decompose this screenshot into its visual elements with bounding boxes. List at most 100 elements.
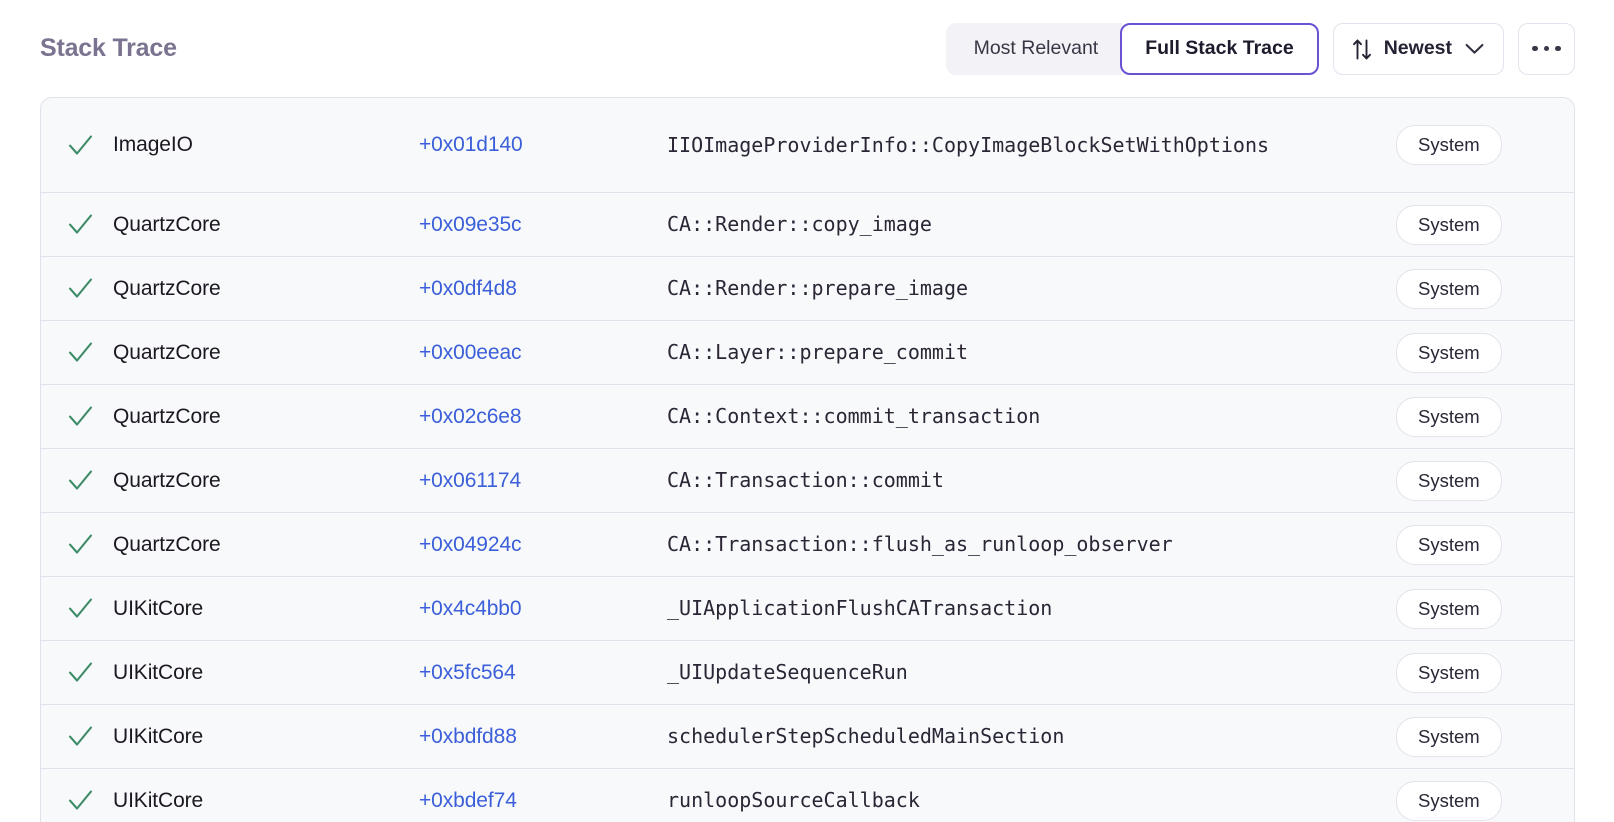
frame-tag-cell: System <box>1396 268 1510 309</box>
frame-status-cell <box>41 339 113 366</box>
table-row[interactable]: ImageIO +0x01d140 IIOImageProviderInfo::Co… <box>41 98 1574 193</box>
checkmark-icon <box>67 723 94 750</box>
tab-most-relevant[interactable]: Most Relevant <box>945 22 1123 75</box>
stack-trace-table: ImageIO +0x01d140 IIOImageProviderInfo::Co… <box>40 97 1575 822</box>
frame-tag-cell: System <box>1396 125 1510 165</box>
checkmark-icon <box>67 531 94 558</box>
frame-status-cell <box>41 211 113 238</box>
frame-symbol: CA::Layer::prepare_commit <box>667 340 969 364</box>
frame-module: UIKitCore <box>113 724 204 748</box>
sort-button[interactable]: Newest <box>1332 22 1504 75</box>
table-row[interactable]: UIKitCore +0xbdfd88 schedulerStepScheduled… <box>41 705 1574 769</box>
frame-status-cell <box>41 659 113 686</box>
checkmark-icon <box>67 403 94 430</box>
checkmark-icon <box>67 595 94 622</box>
status-badge: System <box>1396 268 1502 309</box>
checkmark-icon <box>67 659 94 686</box>
frame-status-cell <box>41 275 113 302</box>
frame-module: QuartzCore <box>113 404 221 428</box>
frame-status-cell <box>41 787 113 814</box>
ellipsis-icon <box>1543 45 1550 52</box>
checkmark-icon <box>67 339 94 366</box>
frame-tag-cell: System <box>1396 652 1510 693</box>
table-row[interactable]: QuartzCore +0x02c6e8 CA::Context::commit_t… <box>41 385 1574 449</box>
frame-tag-cell: System <box>1396 716 1510 757</box>
status-badge: System <box>1396 125 1502 165</box>
frame-symbol: CA::Transaction::flush_as_runloop_observ… <box>667 532 1173 556</box>
status-badge: System <box>1396 588 1502 629</box>
checkmark-icon <box>67 467 94 494</box>
frame-status-cell <box>41 595 113 622</box>
table-row[interactable]: QuartzCore +0x061174 CA::Transaction::comm… <box>41 449 1574 513</box>
stack-trace-mode-segmented-control[interactable]: Most Relevant Full Stack Trace <box>945 22 1319 75</box>
frame-symbol: CA::Render::copy_image <box>667 212 932 236</box>
frame-symbol: IIOImageProviderInfo::CopyImageBlockSetW… <box>667 132 1270 157</box>
frame-tag-cell: System <box>1396 204 1510 245</box>
panel-header: Stack Trace Most Relevant Full Stack Tra… <box>0 0 1614 97</box>
status-badge: System <box>1396 524 1502 565</box>
tab-full-stack-trace[interactable]: Full Stack Trace <box>1120 22 1319 75</box>
table-row[interactable]: UIKitCore +0x4c4bb0 _UIApplicationFlushCAT… <box>41 577 1574 641</box>
frame-symbol: CA::Context::commit_transaction <box>667 404 1041 428</box>
frame-tag-cell: System <box>1396 780 1510 821</box>
status-badge: System <box>1396 780 1502 821</box>
table-row[interactable]: QuartzCore +0x00eeac CA::Layer::prepare_co… <box>41 321 1574 385</box>
checkmark-icon <box>67 787 94 814</box>
status-badge: System <box>1396 716 1502 757</box>
sort-arrows-icon <box>1352 38 1372 60</box>
status-badge: System <box>1396 332 1502 373</box>
frame-module: ImageIO <box>113 133 193 156</box>
frame-module: QuartzCore <box>113 212 221 236</box>
more-options-button[interactable] <box>1518 22 1575 75</box>
frame-offset-link[interactable]: +0x01d140 <box>419 133 523 156</box>
ellipsis-icon <box>1532 45 1538 52</box>
frame-status-cell <box>41 132 113 159</box>
table-row[interactable]: QuartzCore +0x04924c CA::Transaction::flus… <box>41 513 1574 577</box>
status-badge: System <box>1396 460 1502 501</box>
frame-symbol: schedulerStepScheduledMainSection <box>667 724 1065 748</box>
frame-status-cell <box>41 723 113 750</box>
frame-status-cell <box>41 531 113 558</box>
status-badge: System <box>1396 652 1502 693</box>
frame-tag-cell: System <box>1396 460 1510 501</box>
frame-symbol: CA::Transaction::commit <box>667 468 944 492</box>
table-row[interactable]: QuartzCore +0x0df4d8 CA::Render::prepare_i… <box>41 257 1574 321</box>
frame-symbol: _UIUpdateSequenceRun <box>667 660 908 684</box>
frame-offset-link[interactable]: +0x09e35c <box>419 212 522 236</box>
frame-tag-cell: System <box>1396 396 1510 437</box>
frame-module: UIKitCore <box>113 596 204 620</box>
frame-offset-link[interactable]: +0xbdfd88 <box>419 724 517 748</box>
frame-offset-link[interactable]: +0x02c6e8 <box>419 404 522 428</box>
frame-module: UIKitCore <box>113 788 204 812</box>
frame-status-cell <box>41 467 113 494</box>
frame-module: QuartzCore <box>113 340 221 364</box>
table-row[interactable]: UIKitCore +0x5fc564 _UIUpdateSequenceRun Sy… <box>41 641 1574 705</box>
header-controls: Most Relevant Full Stack Trace Newest <box>945 22 1575 75</box>
checkmark-icon <box>67 211 94 238</box>
frame-offset-link[interactable]: +0x04924c <box>419 532 522 556</box>
frame-offset-link[interactable]: +0x5fc564 <box>419 660 516 684</box>
table-row[interactable]: QuartzCore +0x09e35c CA::Render::copy_imag… <box>41 193 1574 257</box>
frame-tag-cell: System <box>1396 524 1510 565</box>
page-title: Stack Trace <box>40 34 177 62</box>
frame-symbol: CA::Render::prepare_image <box>667 276 969 300</box>
checkmark-icon <box>67 275 94 302</box>
checkmark-icon <box>67 132 94 159</box>
frame-tag-cell: System <box>1396 332 1510 373</box>
frame-tag-cell: System <box>1396 588 1510 629</box>
frame-offset-link[interactable]: +0x0df4d8 <box>419 276 517 300</box>
frame-offset-link[interactable]: +0xbdef74 <box>419 788 517 812</box>
frame-offset-link[interactable]: +0x00eeac <box>419 340 522 364</box>
frame-module: UIKitCore <box>113 660 204 684</box>
sort-button-label: Newest <box>1383 37 1452 59</box>
frame-symbol: _UIApplicationFlushCATransaction <box>667 596 1053 620</box>
frame-module: QuartzCore <box>113 532 221 556</box>
frame-module: QuartzCore <box>113 276 221 300</box>
frame-offset-link[interactable]: +0x061174 <box>419 468 522 492</box>
frame-offset-link[interactable]: +0x4c4bb0 <box>419 596 522 620</box>
frame-status-cell <box>41 403 113 430</box>
frame-module: QuartzCore <box>113 468 221 492</box>
status-badge: System <box>1396 396 1502 437</box>
